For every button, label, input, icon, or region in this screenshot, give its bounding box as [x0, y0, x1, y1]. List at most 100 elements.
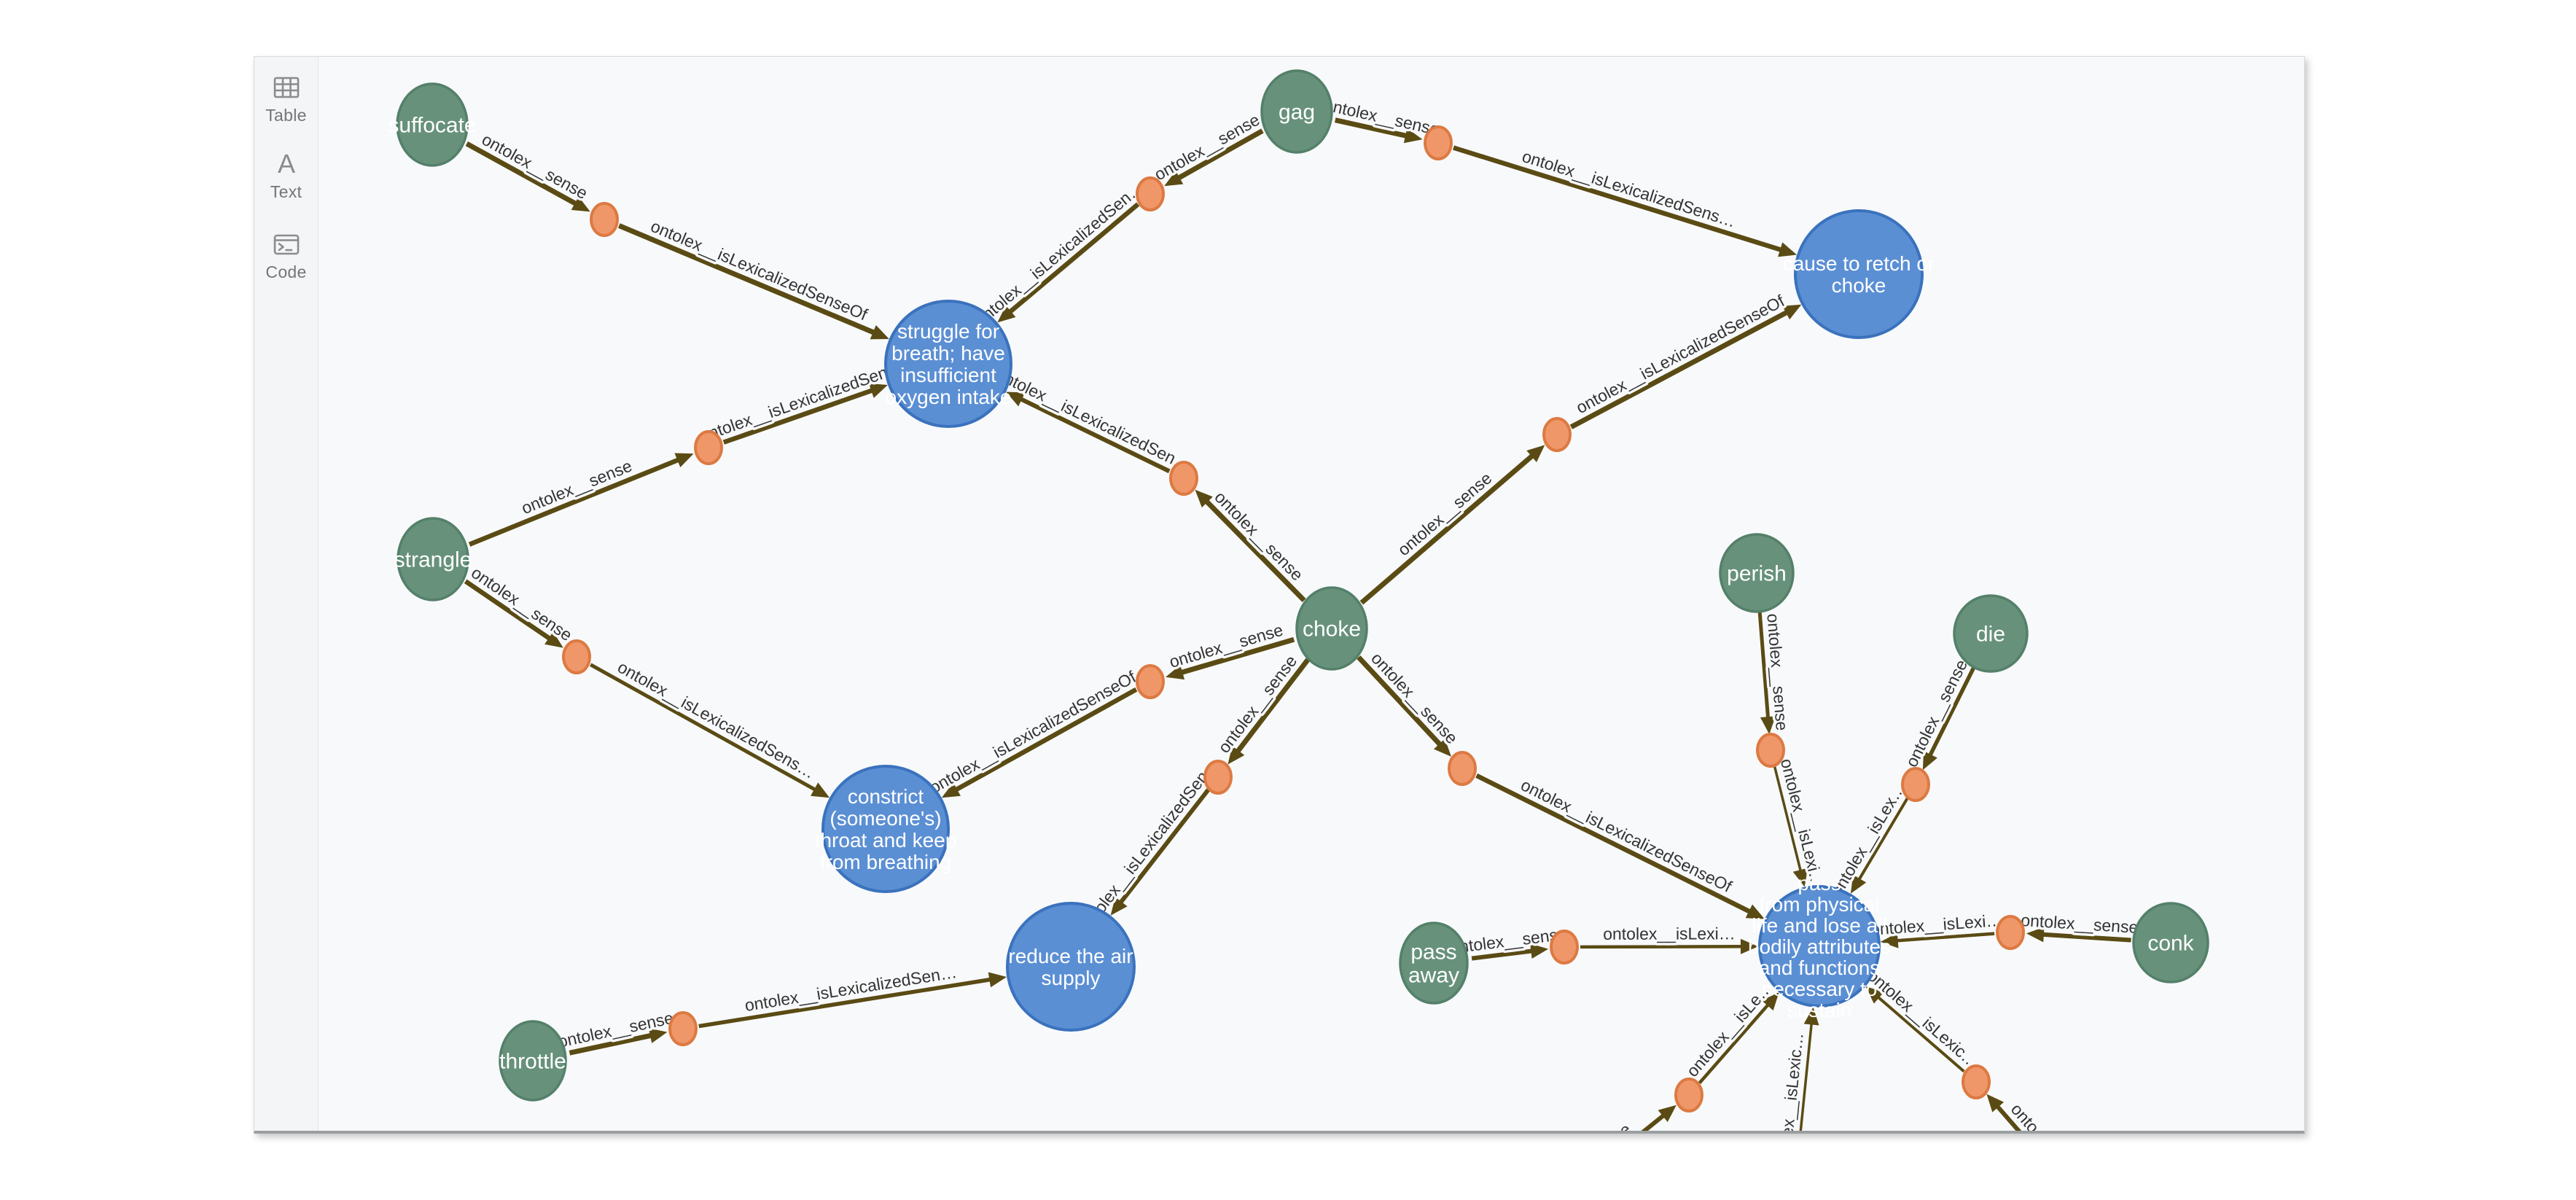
graph-edge[interactable]: ontolex__sense: [468, 453, 694, 547]
node-caption: away: [1408, 964, 1459, 988]
node-caption: (someone's): [830, 807, 941, 830]
edge-label: ontolex__isLexicalizedSenseOf: [648, 217, 870, 324]
graph-edge[interactable]: ontolex__isLexicalizedSen…: [991, 362, 1197, 478]
graph-node-perish[interactable]: perish: [1719, 533, 1795, 613]
graph-edge[interactable]: nse: [1565, 1104, 1677, 1134]
graph-node-gag[interactable]: gag: [1260, 69, 1333, 154]
graph-edge[interactable]: ontolex__sense: [1320, 93, 1443, 144]
node-caption: and functions: [1759, 957, 1881, 979]
node-caption: suffocate: [388, 114, 476, 138]
graph-edge[interactable]: ontolex__isLexicalizedSen…: [969, 174, 1150, 332]
graph-node-s_str_u[interactable]: [694, 430, 723, 465]
graph-node-s_thr[interactable]: [668, 1011, 698, 1046]
graph-node-s_suf[interactable]: [590, 202, 619, 237]
graph-node-s_gag_r[interactable]: [1424, 125, 1453, 160]
edge-arrowhead: [1658, 1104, 1677, 1123]
graph-edge[interactable]: onto…: [1986, 1094, 2056, 1134]
graph-node-s_cho_dl[interactable]: [1203, 760, 1233, 795]
node-caption: life and lose all: [1752, 914, 1886, 937]
graph-node-s_pa[interactable]: [1550, 930, 1579, 965]
graph-edge[interactable]: ontolex__isLexic…: [1771, 1007, 1819, 1134]
graph-edge[interactable]: ontolex__sense: [1357, 646, 1464, 757]
edge-arrowhead: [870, 324, 889, 340]
node-caption: die: [1976, 623, 2005, 647]
graph-node-conk[interactable]: conk: [2132, 902, 2209, 983]
edge-arrowhead: [1761, 992, 1779, 1011]
graph-edge[interactable]: ontolex__isLexicalizedSenseOf: [924, 664, 1141, 799]
graph-node-s_cho_l[interactable]: [1136, 664, 1165, 699]
edge-arrowhead: [1865, 986, 1884, 1004]
edge-label: ontolex__sense: [1211, 487, 1307, 584]
edge-arrowhead: [1740, 938, 1759, 954]
graph-edge[interactable]: ontolex__sense: [1195, 485, 1309, 602]
node-caption: bodily attributes: [1748, 935, 1891, 958]
edge-arrowhead: [1850, 874, 1867, 894]
graph-node-strangle[interactable]: strangle: [394, 517, 472, 601]
graph-node-s_per[interactable]: [1756, 733, 1785, 768]
graph-edge[interactable]: ontolex__sense: [464, 561, 578, 648]
sidebar-item-label: Code: [265, 262, 307, 281]
graph-node-die[interactable]: die: [1953, 594, 2029, 673]
sidebar-item-table[interactable]: Table: [254, 73, 318, 125]
edge-arrowhead: [674, 453, 694, 467]
graph-edge[interactable]: ontolex__isLexi…: [1580, 922, 1759, 954]
edge-arrowhead: [1792, 868, 1808, 887]
graph-edge[interactable]: ontolex__sense: [2018, 908, 2142, 943]
graph-edge[interactable]: ontolex__sense: [554, 1005, 678, 1056]
graph-node-s_br[interactable]: [1962, 1064, 1991, 1099]
graph-edge[interactable]: ontolex__isLexicalizedSens…: [590, 655, 830, 798]
graph-edge[interactable]: ontolex__sense: [1757, 610, 1794, 735]
graph-edge[interactable]: ontolex__isLexic…: [1862, 963, 1986, 1075]
graph-edge[interactable]: ontolex__isLexicalizedSen…: [695, 354, 908, 448]
graph-node-s_die[interactable]: [1901, 767, 1930, 802]
graph-edge[interactable]: ontolex__sense: [1899, 654, 1975, 773]
node-caption: perish: [1727, 562, 1787, 586]
node-caption: pass: [1798, 872, 1841, 895]
edge-arrowhead: [811, 782, 830, 798]
edge-arrowhead: [1433, 739, 1451, 757]
node-caption: from breathing: [820, 851, 952, 873]
edge-arrowhead: [648, 1028, 668, 1043]
edge-arrowhead: [1403, 128, 1423, 144]
graph-edge[interactable]: ontolex__isLexicalizedSen…: [698, 959, 1007, 1029]
graph-node-s_cho_dr[interactable]: [1448, 751, 1477, 786]
graph-edge[interactable]: ontolex__isLexicalizedSenseOf: [1569, 289, 1802, 429]
edge-arrowhead: [1006, 391, 1026, 407]
graph-edge[interactable]: ontolex__isLexi…: [1773, 754, 1830, 892]
graph-node-suffocate[interactable]: suffocate: [388, 82, 477, 167]
graph-edge[interactable]: ontolex__sense: [1149, 107, 1265, 187]
graph-edge[interactable]: ontolex__isLexicalizedSenseOf: [1475, 773, 1765, 919]
graph-node-throttle[interactable]: throttle: [499, 1020, 567, 1102]
graph-node-choke[interactable]: choke: [1295, 586, 1368, 671]
graph-node-s_cho_ur[interactable]: [1542, 417, 1572, 452]
graph-edge[interactable]: ontolex__sense: [1359, 445, 1545, 605]
node-caption: insufficient: [900, 364, 996, 386]
graph-node-s_gag_l[interactable]: [1136, 176, 1165, 211]
node-caption: throat and keep: [815, 829, 957, 852]
sidebar-item-code[interactable]: Code: [254, 230, 318, 282]
graph-svg[interactable]: ontolex__senseontolex__isLexicalizedSens…: [254, 57, 2305, 1134]
graph-node-s_cho_ul[interactable]: [1169, 461, 1198, 496]
graph-edge[interactable]: ontolex__isLexicalizedSenseOf: [617, 214, 889, 340]
graph-node-s_conk[interactable]: [1996, 915, 2025, 950]
node-caption: constrict: [848, 785, 924, 808]
graph-node-constrict[interactable]: constrict(someone's)throat and keepfrom …: [815, 765, 957, 893]
node-caption: supply: [1042, 967, 1101, 989]
graph-edge[interactable]: ontolex__sense: [465, 127, 593, 212]
edge-label: ontolex__sense: [1902, 656, 1971, 770]
edge-label: ontolex__isLexicalizedSen…: [971, 177, 1147, 330]
table-icon: [273, 77, 299, 98]
graph-edge[interactable]: ontolex__isLexicalizedSens…: [1453, 144, 1798, 257]
sidebar-item-text[interactable]: A Text: [254, 149, 318, 202]
graph-node-s_str_l[interactable]: [562, 639, 591, 674]
graph-node-s_bl[interactable]: [1674, 1078, 1703, 1113]
code-icon: [273, 234, 299, 255]
edge-label: ontolex__isLexicalizedSenseOf: [926, 667, 1139, 797]
graph-edge[interactable]: ontolex__sense: [1211, 649, 1310, 765]
